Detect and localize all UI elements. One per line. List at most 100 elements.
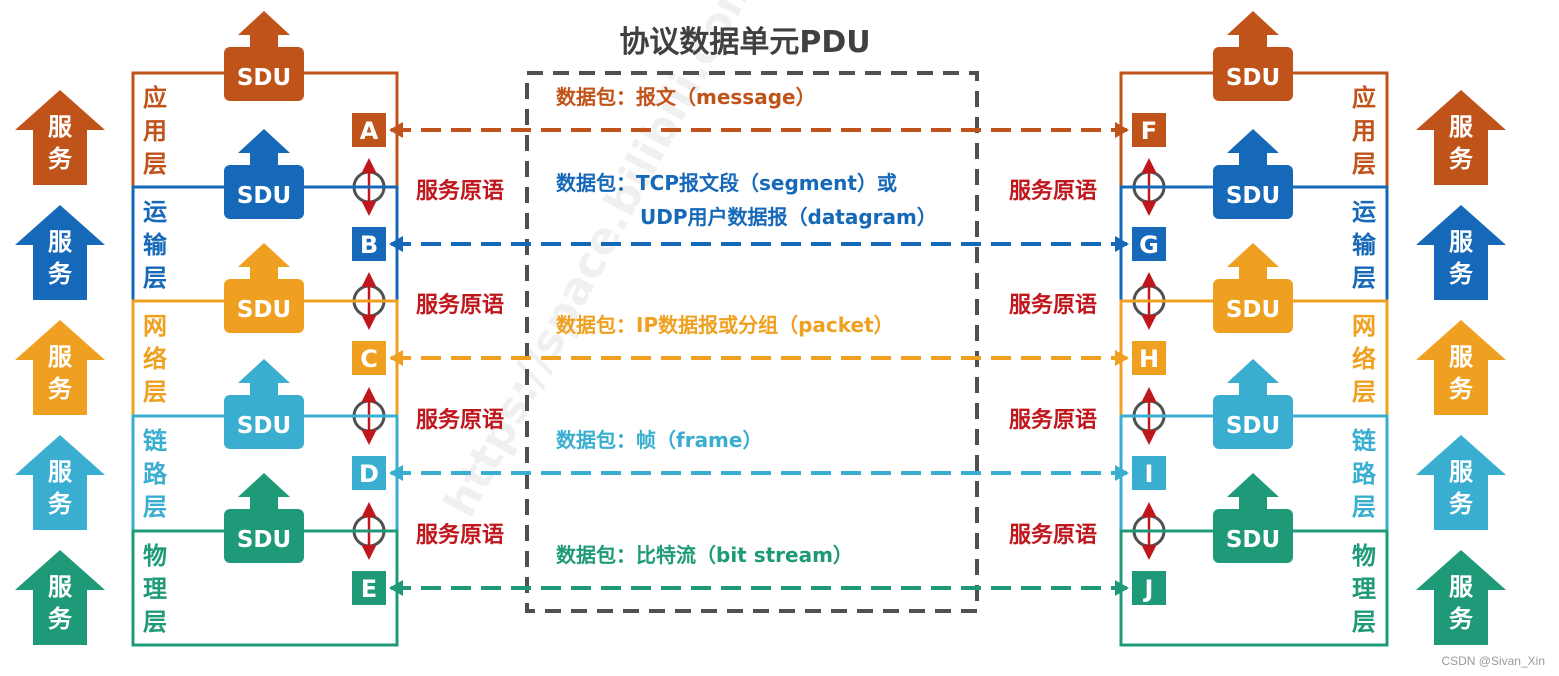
service-label-char: 服	[48, 573, 73, 601]
service-arrow-left-4: 服务	[15, 550, 105, 645]
primitive-label-right: 服务原语	[1009, 523, 1097, 548]
layer-stacks: 应用层SDUA应用层SDUF数据包：报文（message）服务原语服务原语运输层…	[131, 11, 1389, 647]
sdu-label: SDU	[237, 413, 291, 439]
service-arrow-right-1: 服务	[1416, 205, 1506, 300]
service-label-char: 务	[48, 375, 73, 403]
sap-box-right-3	[1132, 456, 1166, 490]
service-label-char: 服	[48, 458, 73, 486]
sdu-label: SDU	[237, 297, 291, 323]
layer-name-left-char: 层	[143, 264, 167, 292]
service-label-char: 务	[1449, 490, 1474, 518]
sap-label: E	[361, 575, 377, 603]
arrowhead	[1115, 122, 1129, 138]
layer-name-right-char: 络	[1352, 345, 1376, 373]
layer-name-left-char: 层	[143, 608, 167, 636]
arrowhead	[1115, 465, 1129, 481]
primitive-label-left: 服务原语	[416, 408, 504, 433]
primitive-label-right: 服务原语	[1009, 408, 1097, 433]
pdu-dashed-box	[525, 71, 979, 613]
arrowhead	[389, 350, 403, 366]
service-arrow-right-4: 服务	[1416, 550, 1506, 645]
sap-label: J	[1143, 575, 1154, 603]
layer-name-right-char: 输	[1352, 231, 1377, 259]
layer-name-right-char: 网	[1352, 312, 1376, 340]
primitive-label-left: 服务原语	[416, 179, 504, 204]
service-arrow-right-2: 服务	[1416, 320, 1506, 415]
layer-name-left-char: 用	[143, 117, 167, 145]
layer-name-left-char: 物	[143, 542, 167, 570]
layer-name-left-char: 路	[143, 460, 168, 488]
arrowhead	[1115, 236, 1129, 252]
layer-name-left-char: 层	[143, 150, 167, 178]
sap-box-right-1	[1132, 227, 1166, 261]
service-label-char: 服	[1449, 228, 1474, 256]
layer-name-right-char: 链	[1352, 427, 1377, 455]
service-arrow-left-2: 服务	[15, 320, 105, 415]
service-label-char: 务	[48, 490, 73, 518]
service-arrow-left-1: 服务	[15, 205, 105, 300]
arrowhead	[1115, 350, 1129, 366]
service-label-char: 务	[48, 605, 73, 633]
service-arrow-right-0: 服务	[1416, 90, 1506, 185]
arrowhead	[389, 122, 403, 138]
pdu-label: 数据包：帧（frame）	[556, 428, 762, 452]
sdu-label: SDU	[237, 527, 291, 553]
sap-label: D	[359, 460, 379, 488]
sap-label: G	[1139, 231, 1159, 259]
arrowhead	[1115, 580, 1129, 596]
layer-name-left-char: 层	[143, 493, 167, 521]
sap-box-left-0	[352, 113, 386, 147]
sap-box-right-4	[1132, 571, 1166, 605]
pdu-label: 数据包：TCP报文段（segment）或	[556, 171, 897, 195]
layer-name-right-char: 层	[1352, 493, 1376, 521]
layer-name-right-char: 层	[1352, 378, 1376, 406]
layer-name-left-char: 层	[143, 378, 167, 406]
sap-box-right-2	[1132, 341, 1166, 375]
service-arrow-left-3: 服务	[15, 435, 105, 530]
service-label-char: 服	[1449, 573, 1474, 601]
layer-name-left-char: 网	[143, 312, 167, 340]
arrowhead	[389, 236, 403, 252]
primitive-label-left: 服务原语	[416, 293, 504, 318]
sdu-left-1: SDU	[224, 129, 304, 219]
sdu-label: SDU	[237, 65, 291, 91]
sdu-right-1: SDU	[1213, 129, 1293, 219]
sdu-left-0: SDU	[224, 11, 304, 101]
sdu-label: SDU	[1226, 297, 1280, 323]
service-label-char: 服	[1449, 458, 1474, 486]
pdu-label: 数据包：比特流（bit stream）	[556, 543, 853, 567]
service-label-char: 务	[1449, 375, 1474, 403]
primitive-label-left: 服务原语	[416, 523, 504, 548]
sdu-label: SDU	[237, 183, 291, 209]
sap-box-left-4	[352, 571, 386, 605]
service-label-char: 服	[48, 343, 73, 371]
layer-name-right-char: 物	[1352, 542, 1376, 570]
sap-label: A	[360, 117, 379, 145]
layer-name-left-char: 络	[143, 345, 167, 373]
service-arrow-right-3: 服务	[1416, 435, 1506, 530]
service-label-char: 服	[48, 113, 73, 141]
layer-name-right-char: 路	[1352, 460, 1377, 488]
service-label-char: 务	[1449, 605, 1474, 633]
sdu-left-4: SDU	[224, 473, 304, 563]
service-label-char: 务	[1449, 260, 1474, 288]
pdu-label: UDP用户数据报（datagram）	[640, 205, 937, 229]
sdu-right-0: SDU	[1213, 11, 1293, 101]
service-arrow-left-0: 服务	[15, 90, 105, 185]
arrowhead	[389, 580, 403, 596]
layer-name-right-char: 用	[1352, 117, 1376, 145]
layer-name-right-char: 理	[1352, 575, 1376, 603]
sdu-left-3: SDU	[224, 359, 304, 449]
sap-label: H	[1139, 345, 1159, 373]
primitive-label-right: 服务原语	[1009, 293, 1097, 318]
sdu-label: SDU	[1226, 183, 1280, 209]
sap-box-left-1	[352, 227, 386, 261]
layer-name-left-char: 链	[143, 427, 168, 455]
sap-box-right-0	[1132, 113, 1166, 147]
pdu-label: 数据包：报文（message）	[556, 85, 816, 109]
layer-name-left-char: 运	[143, 198, 167, 226]
sdu-right-4: SDU	[1213, 473, 1293, 563]
service-label-char: 务	[1449, 145, 1474, 173]
